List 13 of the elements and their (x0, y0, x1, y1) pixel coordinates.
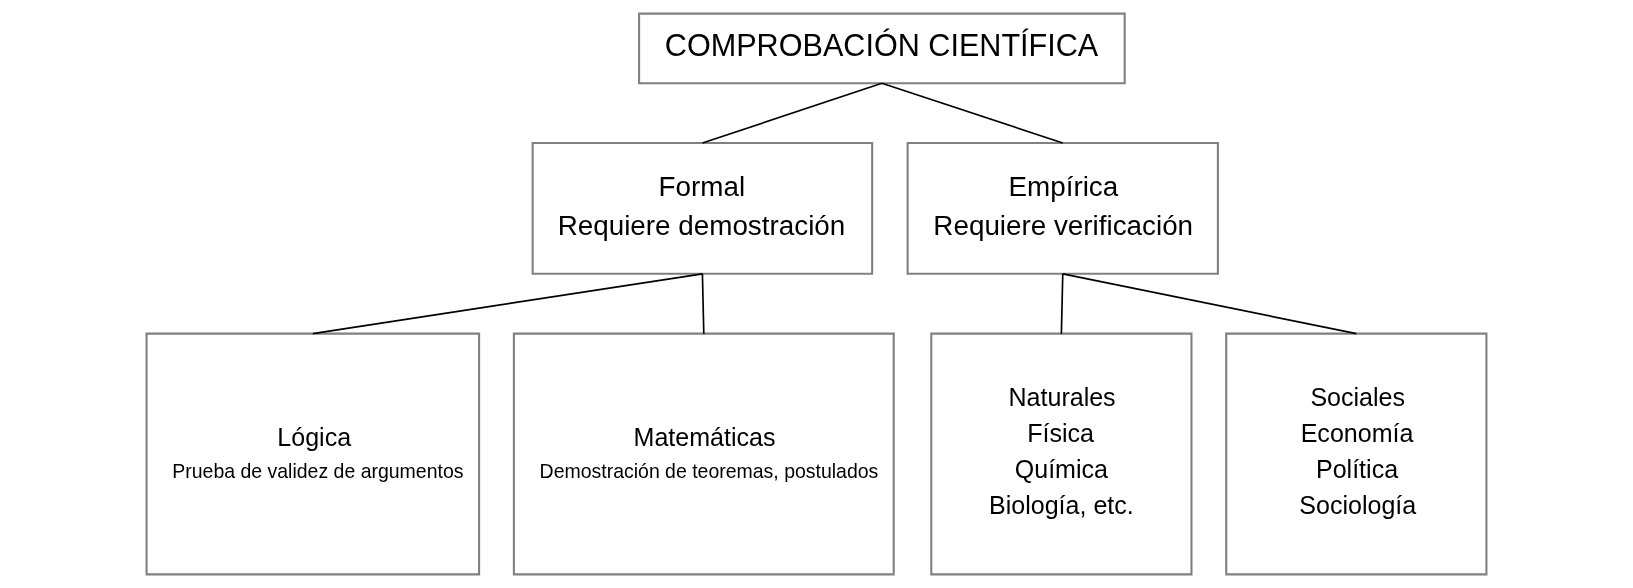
connector (312, 273, 704, 335)
node-box: Matemáticas Demostración de teoremas, postulados (512, 332, 895, 576)
connector (701, 82, 883, 144)
node-box: Empírica Requiere verificación (906, 142, 1219, 275)
connector (1061, 273, 1358, 335)
connector (1060, 273, 1064, 335)
node-box: COMPROBACIÓN CIENTÍFICA (638, 12, 1126, 85)
node-box: Lógica Prueba de validez de argumentos (145, 332, 481, 576)
connector (701, 273, 705, 335)
node-box: Sociales Economía Política Sociología (1225, 332, 1488, 576)
node-box: Formal Requiere demostración (531, 142, 874, 275)
connector (881, 82, 1064, 144)
node-box: Naturales Física Química Biología, etc. (930, 332, 1193, 576)
